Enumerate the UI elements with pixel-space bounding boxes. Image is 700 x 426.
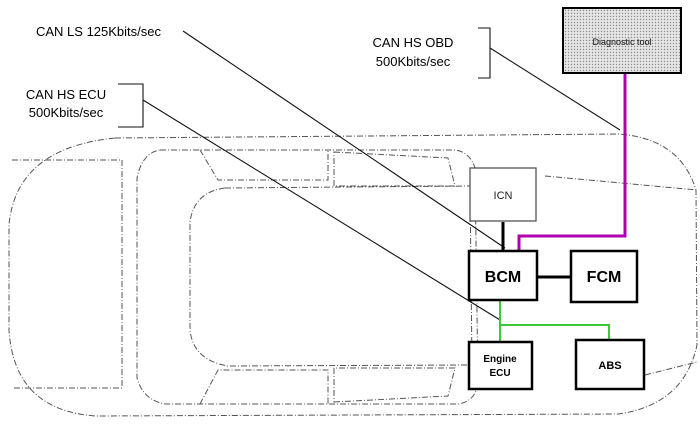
label-can-hs-ecu-line2: 500Kbits/sec (29, 105, 104, 120)
label-brackets (118, 27, 491, 128)
bcm-label: BCM (485, 269, 521, 286)
node-diagnostic-tool: Diagnostic tool (562, 7, 682, 74)
fcm-box (569, 249, 639, 304)
bracket-can-hs-obd (478, 27, 491, 79)
leader-can-ls (182, 30, 506, 249)
car-body (8, 133, 698, 417)
diagnostic-tool-box (562, 7, 682, 74)
abs-box (574, 338, 646, 391)
leader-can-hs-obd (489, 47, 621, 131)
fcm-label: FCM (587, 269, 622, 286)
car-front-panel (12, 159, 123, 389)
car-outline (8, 133, 698, 417)
node-icn: ICN (469, 167, 537, 222)
icn-box (469, 167, 537, 222)
car-line-right-lower (644, 361, 698, 376)
bracket-can-hs-ecu (118, 83, 144, 128)
label-can-ls: CAN LS 125Kbits/sec (36, 24, 162, 39)
car-interior (189, 185, 473, 367)
ecu-bus (499, 300, 610, 342)
car-window-top-left (199, 149, 329, 181)
node-bcm: BCM (467, 249, 539, 302)
node-abs: ABS (574, 338, 646, 391)
leader-lines (142, 30, 621, 321)
engine-ecu-label-line1: Engine (483, 354, 517, 365)
bcm-box (467, 249, 539, 302)
abs-label: ABS (598, 360, 621, 372)
engine-ecu-box (467, 340, 534, 391)
label-can-hs-obd-line2: 500Kbits/sec (376, 54, 451, 69)
car-window-bottom-left (199, 369, 329, 405)
diagnostic-tool-label: Diagnostic tool (592, 37, 651, 47)
leader-can-hs-ecu (142, 99, 501, 321)
engine-ecu-label-line2: ECU (489, 368, 510, 379)
icn-label: ICN (494, 190, 513, 202)
car-window-top-right (333, 151, 456, 187)
label-can-hs-ecu-line1: CAN HS ECU (26, 87, 106, 102)
label-can-hs-obd-line1: CAN HS OBD (373, 35, 454, 50)
obd-bus (517, 72, 627, 250)
node-fcm: FCM (569, 249, 639, 304)
car-cabin (136, 149, 479, 405)
car-window-bottom-right (333, 367, 456, 403)
car-line-right-upper (544, 175, 698, 191)
node-engine-ecu: Engine ECU (467, 340, 534, 391)
